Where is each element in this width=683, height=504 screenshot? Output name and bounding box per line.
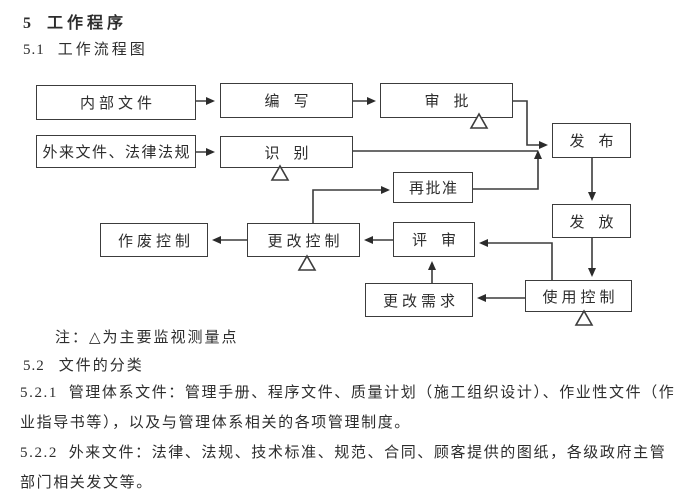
paragraph-5-2-2-line-1: 5.2.2 外来文件：法律、法规、技术标准、规范、合同、顾客提供的图纸，各级政府… xyxy=(20,445,667,461)
flow-box-publish: 发布 xyxy=(552,123,631,158)
body-paragraphs: 5.2.1 管理体系文件：管理手册、程序文件、质量计划（施工组织设计）、作业性文… xyxy=(20,378,675,498)
arrow-changecontrol-to-reapprove xyxy=(312,186,390,223)
subsection-number: 5.1 xyxy=(23,42,45,58)
section-title: 工作程序 xyxy=(47,15,128,32)
arrow-approve-to-publish xyxy=(513,100,548,149)
flow-box-approve: 审批 xyxy=(380,83,513,118)
flow-box-distribute: 发放 xyxy=(552,204,631,238)
subsection-5-2-title: 5.2 文件的分类 xyxy=(23,354,144,375)
subsection-title: 文件的分类 xyxy=(58,358,144,374)
flow-box-change-control: 更改控制 xyxy=(247,223,360,257)
monitor-point-marker-use-control xyxy=(574,309,594,326)
flow-box-identify: 识别 xyxy=(220,136,353,168)
flow-box-obsolete-control: 作废控制 xyxy=(100,223,208,257)
subsection-number: 5.2 xyxy=(23,358,45,374)
flow-box-re-approve: 再批准 xyxy=(393,172,473,203)
flow-box-write: 编写 xyxy=(220,83,353,118)
subsection-title: 工作流程图 xyxy=(57,42,148,58)
section-number: 5 xyxy=(23,15,31,32)
subsection-5-1-title: 5.1 工作流程图 xyxy=(23,38,148,59)
flow-box-internal-docs: 内部文件 xyxy=(36,85,196,120)
monitor-point-marker-identify xyxy=(270,164,290,181)
flow-box-change-request: 更改需求 xyxy=(365,283,473,317)
paragraph-5-2-1-line-1: 5.2.1 管理体系文件：管理手册、程序文件、质量计划（施工组织设计）、作业性文… xyxy=(20,385,676,401)
arrow-reapprove-to-junction xyxy=(473,150,542,190)
arrow-usecontrol-to-review xyxy=(479,239,553,280)
monitor-point-marker-change-control xyxy=(297,254,317,271)
flow-box-external-docs: 外来文件、法律法规 xyxy=(36,135,196,168)
flowchart-note: 注：△为主要监视测量点 xyxy=(55,330,239,346)
page-title: 5 工作程序 xyxy=(23,9,127,33)
paragraph-5-2-2-line-2: 部门相关发文等。 xyxy=(20,475,153,491)
flow-box-review: 评审 xyxy=(393,222,475,257)
paragraph-5-2-1-line-2: 业指导书等），以及与管理体系相关的各项管理制度。 xyxy=(20,415,411,431)
flow-box-use-control: 使用控制 xyxy=(525,280,632,312)
